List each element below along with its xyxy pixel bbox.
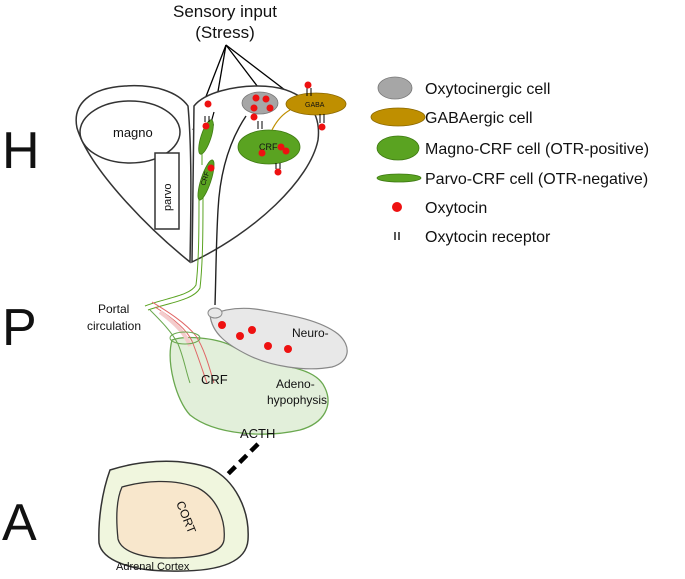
portal-circulation-vessels [149,301,215,384]
parvo-axon-left [144,194,200,307]
legend-gold-ellipse-icon [370,107,426,127]
oxytocin-dots-neurohypophysis [218,321,292,353]
legend-item-magno-crf: Magno-CRF cell (OTR-positive) [376,135,649,161]
legend-label: Oxytocin receptor [425,229,551,246]
parvo-cell-label: CRF [200,171,211,187]
hypothalamus-receptors [204,88,325,169]
gaba-label: GABA [305,102,325,109]
level-label-adrenal: A [2,494,37,552]
parvo-label: parvo [162,183,174,211]
gaba-axon [271,109,291,131]
crf-cell-label: CRF [259,142,278,152]
legend-item-parvo-crf: Parvo-CRF cell (OTR-negative) [376,171,648,188]
legend-receptor-bars-icon [394,232,400,240]
gaba-cell [285,92,347,116]
oxytocin-axon [214,115,247,306]
legend-grey-ellipse-icon [377,76,413,100]
adrenal-cortex-label: Adrenal Cortex [116,561,190,573]
legend-label: Oxytocin [425,200,487,217]
neuro-label: Neuro- [292,326,329,340]
title-sensory-input: Sensory input [173,2,277,21]
adeno-label-1: Adeno- [276,377,315,391]
level-label-pituitary: P [2,299,37,357]
parvo-nucleus [154,152,180,230]
hypothalamus-right-lobe [191,85,320,264]
adeno-label-2: hypophysis [267,393,327,407]
legend-red-dot-icon [392,202,402,212]
legend: Oxytocinergic cell GABAergic cell Magno-… [370,76,649,246]
parvo-crf-cell-top [198,119,214,155]
crf-release-label: CRF [201,372,228,387]
legend-label: Parvo-CRF cell (OTR-negative) [425,171,648,188]
legend-item-receptor: Oxytocin receptor [394,229,551,246]
neuro-terminal [207,307,223,319]
legend-label: GABAergic cell [425,110,533,127]
level-label-hypothalamus: H [2,122,40,180]
legend-label: Magno-CRF cell (OTR-positive) [425,141,649,158]
legend-item-gaba: GABAergic cell [370,107,533,127]
magno-crf-cell [237,129,301,165]
neurohypophysis [209,307,348,370]
legend-label: Oxytocinergic cell [425,81,550,98]
legend-green-ellipse-icon [376,135,420,161]
adrenal-cortex [116,480,225,559]
oxytocin-dots-hypothalamus [202,81,326,176]
legend-item-oxytocinergic: Oxytocinergic cell [377,76,550,100]
acth-label: ACTH [240,426,275,441]
magno-label: magno [113,125,153,140]
magno-nucleus [79,100,181,164]
title-stress: (Stress) [195,23,255,42]
portal-junction [169,331,201,345]
oxytocinergic-cell [241,91,279,115]
parvo-axon-right [147,194,204,311]
legend-green-spindle-icon [376,173,422,183]
portal-label-2: circulation [87,319,141,333]
portal-label-1: Portal [98,302,129,316]
legend-item-oxytocin: Oxytocin [392,200,487,217]
